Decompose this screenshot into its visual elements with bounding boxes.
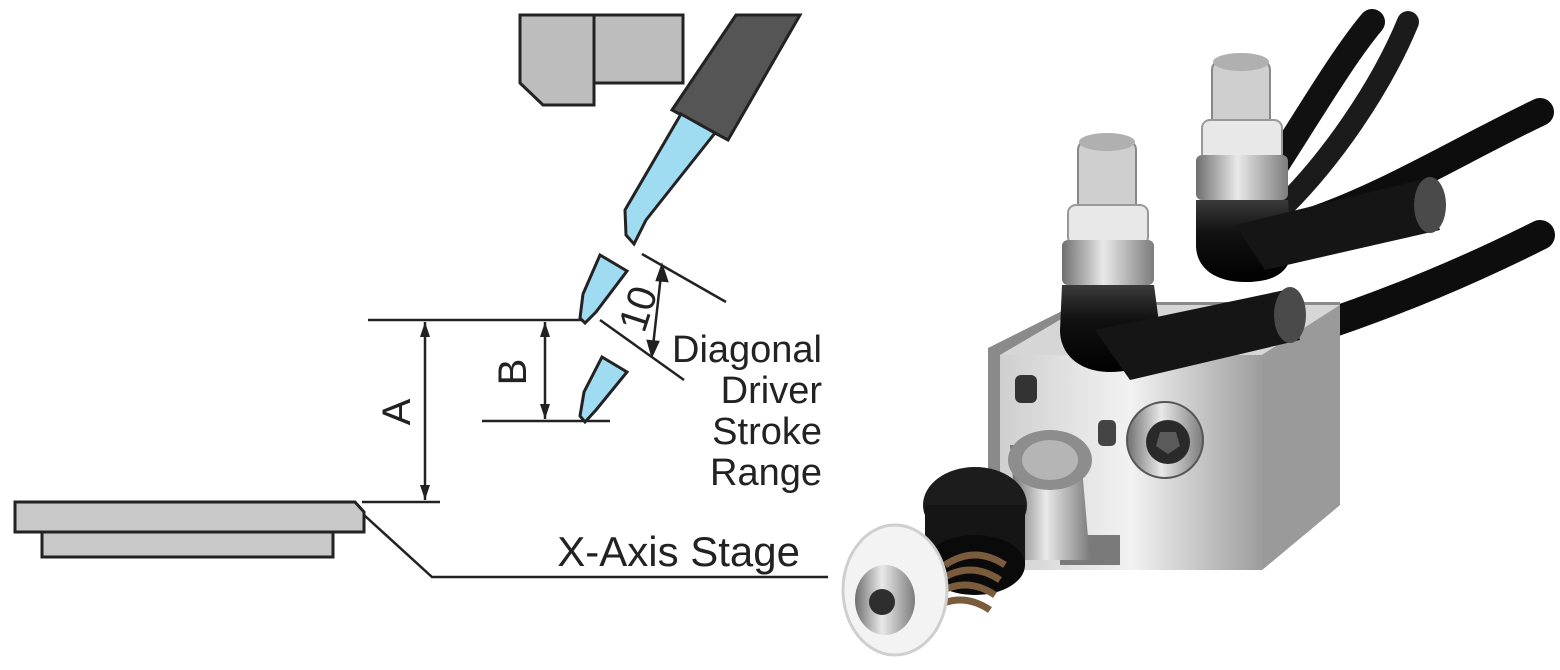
machine-head (518, 13, 685, 107)
stroke-range-label: Diagonal Driver Stroke Range (672, 329, 822, 494)
dimension-10-label: 10 (611, 281, 667, 337)
stroke-label-line-4: Range (710, 452, 822, 494)
stroke-label-line-2: Driver (721, 370, 823, 412)
contact-pad (841, 523, 949, 657)
stage-label: X-Axis Stage (557, 528, 800, 575)
dimension-b-label: B (491, 359, 535, 386)
dimension-10 (599, 252, 727, 382)
black-collar (923, 467, 1027, 595)
driver-body (669, 13, 803, 143)
dimension-b (540, 322, 550, 419)
x-axis-stage (13, 500, 366, 559)
driver-tip-upper (623, 111, 718, 247)
driver-tip-lower (578, 354, 630, 425)
stroke-label-line-1: Diagonal (672, 329, 822, 371)
stroke-label-line-3: Stroke (712, 411, 822, 453)
piston-rod (1008, 430, 1092, 560)
stage-leader-line (363, 514, 828, 579)
stroke-diagram: 10 A B Diagonal Driver Stroke Range (13, 13, 828, 579)
speed-controller-left (1062, 133, 1154, 285)
reference-lines (362, 318, 610, 504)
speed-controller-right (1196, 53, 1288, 200)
air-tubes (1247, 9, 1555, 345)
socket-screw (1126, 401, 1204, 479)
elbow-fittings (1060, 177, 1446, 380)
dimension-a (420, 322, 430, 500)
air-cylinder-photo (841, 9, 1555, 657)
dimension-a-label: A (375, 398, 419, 425)
driver-tip-middle (578, 252, 630, 326)
